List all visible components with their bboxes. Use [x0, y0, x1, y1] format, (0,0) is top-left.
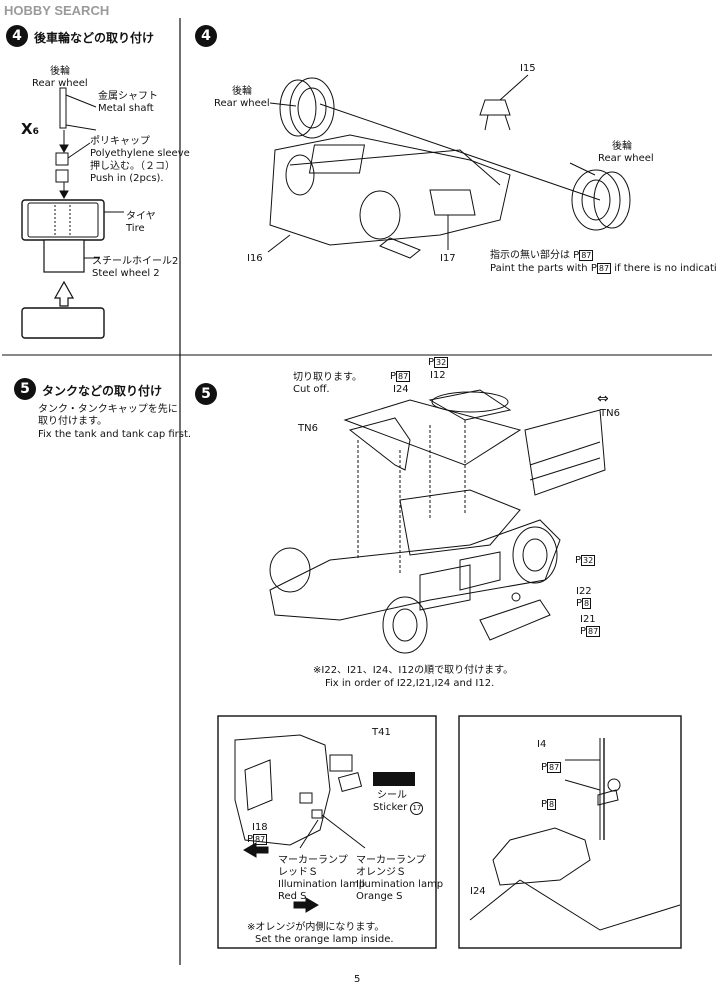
- sticker-label-en: Sticker 17: [373, 802, 424, 815]
- x-mark-symbol: X6: [21, 120, 39, 138]
- step-number-badge: 4: [195, 25, 217, 47]
- step-number-badge: 5: [14, 378, 36, 400]
- part-i4-label: I4: [537, 739, 547, 750]
- orange-lamp-label-en: Illumination lamp: [356, 879, 444, 890]
- tire-label-jp: タイヤ: [126, 211, 156, 222]
- step-number-badge: 5: [195, 383, 217, 405]
- red-lamp-label-en-2: Red S: [278, 891, 307, 902]
- orange-lamp-label-en-2: Orange S: [356, 891, 403, 902]
- leader-i16: [267, 234, 291, 253]
- polycap-label-jp: ポリキャップ: [90, 136, 150, 147]
- tank-note-jp-line1: タンク・タンクキャップを先に: [38, 404, 178, 415]
- step-title: タンクなどの取り付け: [42, 384, 163, 398]
- rear-wheel-label-jp: 後輪: [232, 86, 252, 97]
- steel-wheel-label-jp: スチールホイール2: [92, 256, 179, 267]
- part-i22-label: I22: [576, 586, 592, 597]
- chassis-rear-wheel-drawing: [267, 74, 631, 259]
- rear-wheel-label-jp: 後輪: [50, 66, 70, 77]
- part-i24-label: I24: [393, 384, 409, 395]
- part-i12-label: I12: [430, 370, 446, 381]
- cut-off-label-jp: 切り取ります。: [293, 372, 362, 383]
- antenna-drawing: [469, 738, 681, 931]
- steel-wheel-label-en: Steel wheel 2: [92, 268, 160, 279]
- part-i16-label: I16: [247, 253, 263, 264]
- step-number-badge: 4: [6, 25, 28, 47]
- rear-wheel-label-jp: 後輪: [612, 141, 632, 152]
- shaft-assembly-drawing: [21, 87, 124, 339]
- detail-box-left: [217, 715, 437, 949]
- orange-inside-note-en: Set the orange lamp inside.: [255, 934, 394, 945]
- assembly-order-note-jp: ※I22、I21、I24、I12の順で取り付けます。: [313, 665, 514, 676]
- red-lamp-label-en: Illumination lamp: [278, 879, 366, 890]
- orange-lamp-label-jp: マーカーランプ: [356, 855, 426, 866]
- part-tn6-label-right: TN6: [600, 408, 620, 419]
- red-lamp-label-jp: マーカーランプ: [278, 855, 348, 866]
- part-t41-label: T41: [372, 727, 391, 738]
- rear-wheel-label-en: Rear wheel: [598, 153, 654, 164]
- push-in-label-jp: 押し込む。（２コ）: [90, 161, 175, 172]
- tire-label-en: Tire: [126, 223, 145, 234]
- marker-lamp-drawing: [234, 734, 366, 913]
- part-i21-label: I21: [580, 614, 596, 625]
- assembly-order-note-en: Fix in order of I22,I21,I24 and I12.: [325, 678, 495, 689]
- tank-note-jp-line2: 取り付けます。: [38, 416, 107, 427]
- orange-inside-note-jp: ※オレンジが内側になります。: [247, 922, 385, 933]
- part-i17-label: I17: [440, 253, 456, 264]
- watermark-logo: HOBBY SEARCH: [4, 3, 110, 18]
- polycap-label-en: Polyethylene sleeve: [90, 148, 190, 159]
- rear-wheel-label-en: Rear wheel: [214, 98, 270, 109]
- cab-tank-drawing: [269, 389, 606, 654]
- push-in-label-en: Push in (2pcs).: [90, 173, 164, 184]
- cut-off-label-en: Cut off.: [293, 384, 330, 395]
- orange-lamp-label-jp-2: オレンジＳ: [356, 867, 406, 878]
- page-number: 5: [354, 974, 361, 985]
- sticker-icon: [373, 772, 415, 786]
- rear-wheel-label-en: Rear wheel: [32, 78, 88, 89]
- tank-note-en: Fix the tank and tank cap first.: [38, 429, 192, 440]
- part-i15-label: I15: [520, 63, 536, 74]
- part-tn6-label-left: TN6: [298, 423, 318, 434]
- sticker-label-jp: シール: [377, 790, 407, 801]
- double-arrow-icon: ⇔: [597, 391, 609, 407]
- metal-shaft-label-jp: 金属シャフト: [98, 91, 158, 102]
- part-i18-label: I18: [252, 822, 268, 833]
- detail-box-right: [458, 715, 682, 949]
- part-i24-label: I24: [470, 886, 486, 897]
- step-title: 後車輪などの取り付け: [34, 31, 155, 45]
- red-lamp-label-jp-2: レッドＳ: [278, 867, 318, 878]
- metal-shaft-label-en: Metal shaft: [98, 103, 154, 114]
